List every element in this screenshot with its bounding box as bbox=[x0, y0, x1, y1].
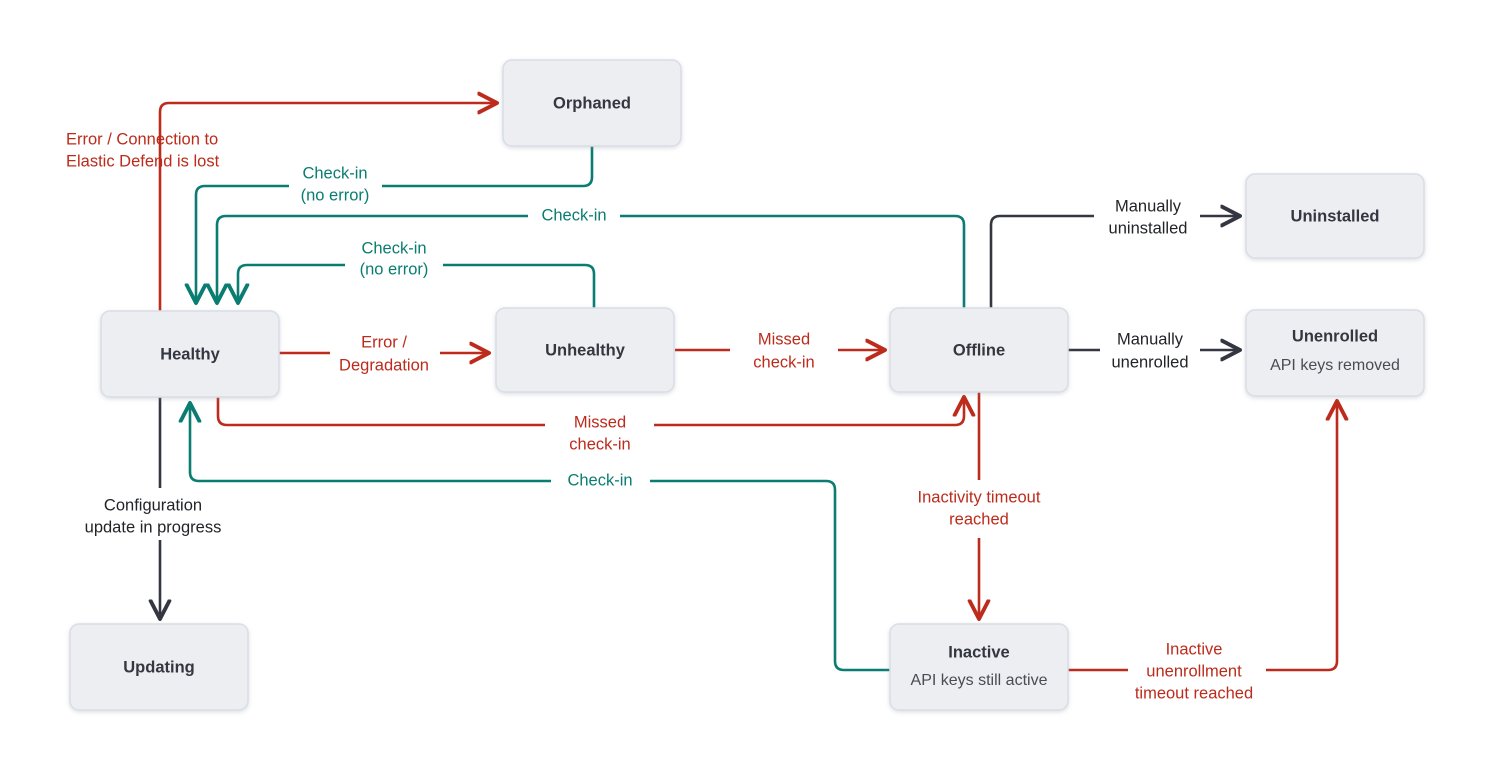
edge-label-offline-to-inactive-line2: reached bbox=[949, 510, 1009, 528]
node-orphaned[interactable]: Orphaned bbox=[502, 59, 682, 147]
node-unenrolled-title: Unenrolled bbox=[1292, 327, 1378, 345]
node-uninstalled[interactable]: Uninstalled bbox=[1245, 173, 1425, 259]
node-healthy-title: Healthy bbox=[160, 345, 220, 363]
node-unenrolled[interactable]: Unenrolled API keys removed bbox=[1245, 309, 1425, 397]
edge-label-unhealthy-to-offline-line2: check-in bbox=[753, 353, 814, 371]
edge-healthy-to-unhealthy: Error / Degradation bbox=[279, 333, 488, 374]
node-offline-title: Offline bbox=[953, 341, 1005, 359]
edge-label-healthy-to-orphaned-line1: Error / Connection to bbox=[66, 130, 218, 148]
edge-inactive-to-healthy: Check-in bbox=[190, 404, 890, 672]
edge-label-inactive-to-unenrolled-line2: unenrollment bbox=[1146, 662, 1242, 680]
edge-offline-to-healthy: Check-in bbox=[217, 206, 966, 308]
edge-label-healthy-to-updating-line1: Configuration bbox=[104, 496, 202, 514]
edge-unhealthy-to-healthy: Check-in (no error) bbox=[238, 239, 596, 308]
edge-label-healthy-to-unhealthy-line1: Error / bbox=[361, 333, 407, 351]
node-orphaned-title: Orphaned bbox=[553, 94, 631, 112]
node-uninstalled-title: Uninstalled bbox=[1291, 207, 1380, 225]
edge-offline-to-uninstalled: Manually uninstalled bbox=[989, 197, 1239, 308]
node-unhealthy[interactable]: Unhealthy bbox=[495, 307, 675, 393]
edge-label-inactive-to-unenrolled-line1: Inactive bbox=[1166, 640, 1223, 658]
edge-label-offline-to-healthy-line1: Check-in bbox=[541, 206, 606, 224]
edge-label-unhealthy-to-healthy-line2: (no error) bbox=[360, 260, 429, 278]
edge-label-orphaned-to-healthy-line2: (no error) bbox=[301, 186, 370, 204]
edge-label-unhealthy-to-healthy-line1: Check-in bbox=[361, 239, 426, 257]
edge-label-offline-to-unenrolled-line1: Manually bbox=[1117, 330, 1184, 348]
edge-unhealthy-to-offline: Missed check-in bbox=[675, 330, 884, 371]
node-updating-title: Updating bbox=[123, 658, 195, 676]
node-offline[interactable]: Offline bbox=[889, 307, 1069, 393]
edge-healthy-to-offline: Missed check-in bbox=[216, 396, 964, 453]
edge-label-healthy-to-offline-line2: check-in bbox=[569, 435, 630, 453]
edge-offline-to-unenrolled: Manually unenrolled bbox=[1068, 330, 1239, 371]
edge-label-offline-to-uninstalled-line2: uninstalled bbox=[1109, 219, 1188, 237]
edge-healthy-to-updating: Configuration update in progress bbox=[85, 396, 222, 618]
edge-label-healthy-to-orphaned-line2: Elastic Defend is lost bbox=[66, 152, 220, 170]
node-inactive[interactable]: Inactive API keys still active bbox=[889, 623, 1069, 711]
edge-label-offline-to-inactive-line1: Inactivity timeout bbox=[918, 488, 1041, 506]
node-unhealthy-title: Unhealthy bbox=[545, 341, 626, 359]
edge-healthy-to-orphaned: Error / Connection to Elastic Defend is … bbox=[66, 103, 496, 311]
edge-label-healthy-to-unhealthy-line2: Degradation bbox=[339, 356, 429, 374]
edge-label-inactive-to-healthy-line1: Check-in bbox=[567, 471, 632, 489]
node-inactive-title: Inactive bbox=[948, 643, 1009, 661]
edge-label-healthy-to-updating-line2: update in progress bbox=[85, 518, 222, 536]
edge-label-orphaned-to-healthy-line1: Check-in bbox=[302, 164, 367, 182]
edge-label-healthy-to-offline-line1: Missed bbox=[574, 413, 626, 431]
edge-label-unhealthy-to-offline-line1: Missed bbox=[758, 330, 810, 348]
edge-inactive-to-unenrolled: Inactive unenrollment timeout reached bbox=[1068, 402, 1337, 702]
node-updating[interactable]: Updating bbox=[69, 623, 249, 711]
edge-label-inactive-to-unenrolled-line3: timeout reached bbox=[1135, 684, 1253, 702]
node-inactive-subtitle: API keys still active bbox=[911, 672, 1048, 689]
edge-label-offline-to-unenrolled-line2: unenrolled bbox=[1111, 353, 1188, 371]
edge-label-offline-to-uninstalled-line1: Manually bbox=[1115, 197, 1182, 215]
edge-offline-to-inactive: Inactivity timeout reached bbox=[918, 392, 1041, 618]
node-unenrolled-subtitle: API keys removed bbox=[1270, 357, 1400, 374]
edge-orphaned-to-healthy: Check-in (no error) bbox=[196, 146, 594, 302]
node-healthy[interactable]: Healthy bbox=[100, 310, 280, 398]
